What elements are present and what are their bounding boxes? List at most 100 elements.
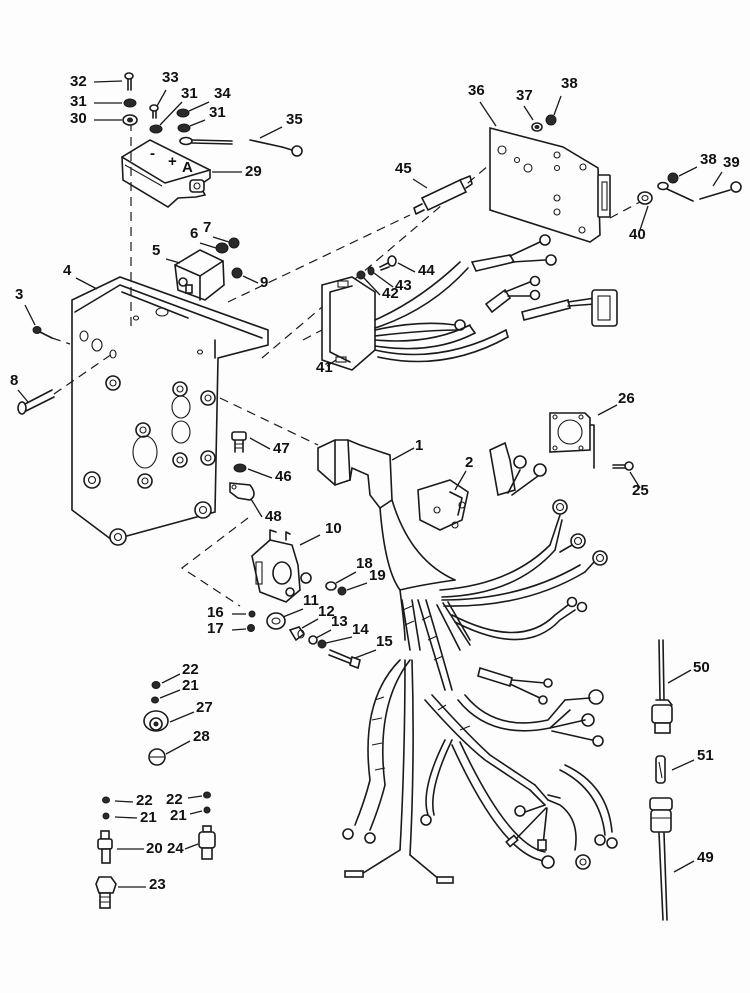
grommet-40 xyxy=(637,191,653,205)
callout-38-nut: 38 xyxy=(678,151,717,177)
callout-label: 14 xyxy=(352,621,369,638)
callout-9-nut: 9 xyxy=(242,274,268,291)
leader-line xyxy=(479,101,497,127)
callout-label: 38 xyxy=(561,75,578,92)
callout-label: 7 xyxy=(203,219,211,236)
callout-label: 5 xyxy=(152,242,160,259)
callout-label: 21 xyxy=(140,809,157,826)
callout-label: 38 xyxy=(700,151,717,168)
leader-line xyxy=(17,389,29,403)
leader-line xyxy=(259,126,283,139)
leader-line xyxy=(169,711,195,723)
leader-line xyxy=(412,178,428,189)
sender-20 xyxy=(97,830,113,864)
leader-line xyxy=(159,101,183,126)
nut-17 xyxy=(247,624,255,632)
callout-label: 11 xyxy=(303,592,319,609)
leader-line xyxy=(93,80,123,83)
leader-line xyxy=(397,262,416,273)
callout-4-electrical-plate: 4 xyxy=(63,262,98,290)
callout-49-fuse-holder-lead: 49 xyxy=(673,849,714,873)
callout-5-relay: 5 xyxy=(152,242,181,264)
callout-1-wiring-harness: 1 xyxy=(391,437,423,461)
callout-label: 6 xyxy=(190,225,198,242)
leader-line xyxy=(199,242,217,249)
nut-38b xyxy=(667,172,679,184)
callout-51-fuse: 51 xyxy=(671,747,714,771)
callout-47-bolt: 47 xyxy=(249,437,290,457)
callout-11-boot: 11 xyxy=(282,592,319,618)
washer-13 xyxy=(308,635,318,645)
screw-33 xyxy=(149,104,159,119)
leader-line xyxy=(335,571,357,584)
callout-label: 23 xyxy=(149,876,166,893)
spacer-12 xyxy=(288,626,306,642)
boot-11 xyxy=(266,612,286,630)
callout-label: 50 xyxy=(693,659,710,676)
washer-37 xyxy=(531,122,543,132)
callout-44-screw: 44 xyxy=(397,262,435,279)
leader-line xyxy=(639,205,649,231)
fuse-holder-49 xyxy=(649,797,673,921)
callout-label: 46 xyxy=(275,468,292,485)
callout-45-spacer: 45 xyxy=(395,160,428,189)
plate-nuts xyxy=(105,375,216,489)
harness-connector xyxy=(317,439,393,510)
spacer-45 xyxy=(413,175,473,215)
callout-32-screw: 32 xyxy=(70,73,123,90)
callout-label: 33 xyxy=(162,69,179,86)
lead-pair-upper xyxy=(470,234,557,272)
callout-label: 35 xyxy=(286,111,303,128)
callout-22-nut: 22 xyxy=(114,792,153,809)
callout-8-bolt: 8 xyxy=(10,372,29,403)
module-leads xyxy=(374,261,509,363)
callout-label: 21 xyxy=(182,677,199,694)
callout-label: 26 xyxy=(618,390,635,407)
callout-label: 21 xyxy=(170,807,187,824)
callout-label: 41 xyxy=(316,359,333,376)
callout-17-nut: 17 xyxy=(207,620,247,637)
leader-line xyxy=(159,689,181,699)
lockwasher-31b xyxy=(149,124,163,134)
callout-label: 34 xyxy=(214,85,231,102)
callout-label: 51 xyxy=(697,747,714,764)
leader-line xyxy=(188,101,210,112)
leader-line xyxy=(161,673,181,684)
callout-label: 12 xyxy=(318,603,335,620)
callout-21-lockwasher: 21 xyxy=(159,677,199,699)
callout-16-washer: 16 xyxy=(207,604,246,621)
rectifier-mark-minus: - xyxy=(150,145,155,162)
callout-50-fuse-holder-lead: 50 xyxy=(667,659,710,684)
callout-label: 31 xyxy=(209,104,226,121)
bolt-47 xyxy=(231,431,247,453)
leader-line xyxy=(553,95,562,116)
callout-2-retainer-bracket: 2 xyxy=(454,454,473,491)
nut-34 xyxy=(176,108,190,118)
washer-30 xyxy=(122,114,138,126)
callout-40-grommet: 40 xyxy=(629,205,649,243)
callout-6-washer: 6 xyxy=(190,225,217,249)
leader-line xyxy=(673,860,695,873)
lockwasher-31c xyxy=(177,123,191,133)
callout-label: 36 xyxy=(468,82,485,99)
washer-6 xyxy=(215,242,229,254)
callout-label: 2 xyxy=(465,454,473,471)
leader-line xyxy=(454,470,467,491)
lockwasher-21a xyxy=(151,696,159,704)
j-clip-48 xyxy=(229,482,255,501)
nut-38a xyxy=(545,114,557,126)
callout-33-screw: 33 xyxy=(156,69,179,107)
callout-label: 4 xyxy=(63,262,72,279)
leader-line xyxy=(325,636,353,644)
callout-19-nut: 19 xyxy=(346,567,386,591)
callout-14-nut: 14 xyxy=(325,621,369,644)
screw-32 xyxy=(124,72,134,91)
callout-27-sender: 27 xyxy=(169,699,213,723)
lockwasher-21b xyxy=(102,812,110,820)
callout-10-starter-solenoid: 10 xyxy=(299,520,342,546)
lead-35 xyxy=(179,136,303,157)
leader-line xyxy=(114,816,138,819)
washer-18 xyxy=(325,581,337,591)
leader-line xyxy=(315,629,332,639)
